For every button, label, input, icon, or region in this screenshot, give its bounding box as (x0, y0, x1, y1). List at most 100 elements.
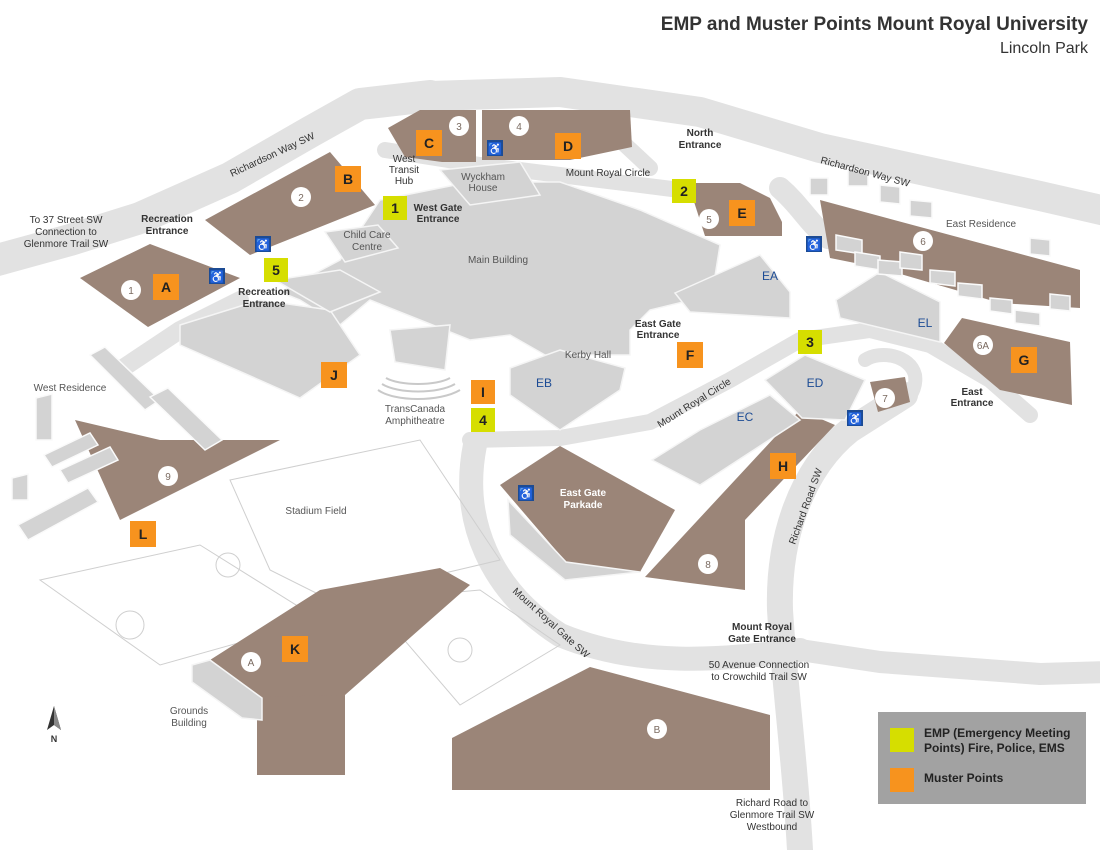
residence-block[interactable] (957, 282, 983, 300)
muster-point-l[interactable]: L (130, 521, 156, 547)
residence-block[interactable] (929, 269, 956, 287)
muster-point-d[interactable]: D (555, 133, 581, 159)
emp-point-5[interactable]: 5 (264, 258, 288, 282)
svg-text:Centre: Centre (352, 242, 382, 253)
residence-block[interactable] (899, 251, 923, 271)
muster-point-a[interactable]: A (153, 274, 179, 300)
svg-text:To 37 Street SW: To 37 Street SW (30, 215, 103, 226)
lot-marker[interactable]: 4 (509, 116, 529, 136)
wheelchair-icon[interactable]: ♿ (487, 140, 503, 156)
svg-text:Glenmore Trail SW: Glenmore Trail SW (730, 810, 815, 821)
svg-text:West Gate: West Gate (414, 203, 463, 214)
building-ec[interactable] (650, 394, 802, 486)
lot-marker[interactable]: B (647, 719, 667, 739)
residence-block[interactable] (1014, 309, 1041, 327)
muster-point-j[interactable]: J (321, 362, 347, 388)
svg-text:♿: ♿ (488, 142, 503, 156)
wheelchair-icon[interactable]: ♿ (847, 410, 863, 426)
emp-point-2[interactable]: 2 (672, 179, 696, 203)
map-title: EMP and Muster Points Mount Royal Univer… (660, 14, 1088, 35)
road-richard-road (766, 382, 918, 850)
grounds-building-label: Grounds Building (170, 706, 208, 729)
lot-marker[interactable]: A (241, 652, 261, 672)
muster-point-g[interactable]: G (1011, 347, 1037, 373)
residence-block[interactable] (854, 251, 881, 271)
muster-point-b[interactable]: B (335, 166, 361, 192)
building-ed[interactable] (763, 354, 867, 421)
emp-point-4[interactable]: 4 (471, 408, 495, 432)
muster-point-e[interactable]: E (729, 200, 755, 226)
east-gate-parkade-top[interactable] (507, 497, 641, 581)
svg-text:♿: ♿ (848, 412, 863, 426)
svg-text:♿: ♿ (210, 270, 225, 284)
residence-block[interactable] (11, 473, 29, 501)
residence-block[interactable] (42, 432, 100, 468)
svg-text:I: I (481, 384, 485, 400)
building-el[interactable] (835, 271, 941, 343)
transcanada-amphitheatre[interactable] (389, 324, 451, 371)
east-gate-entrance-label: East Gate Entrance (635, 319, 682, 341)
muster-point-f[interactable]: F (677, 342, 703, 368)
residence-block[interactable] (989, 297, 1013, 315)
svg-text:TransCanada: TransCanada (385, 404, 446, 415)
svg-text:Recreation: Recreation (238, 287, 290, 298)
residence-block[interactable] (1029, 237, 1051, 257)
wyckham-house[interactable] (438, 161, 542, 206)
lot-marker[interactable]: 8 (698, 554, 718, 574)
lot-marker[interactable]: 1 (121, 280, 141, 300)
grounds-building[interactable] (191, 659, 263, 721)
legend-emp-label: EMP (Emergency Meeting Points) Fire, Pol… (924, 726, 1071, 755)
lot-marker[interactable]: 2 (291, 187, 311, 207)
svg-text:Entrance: Entrance (146, 226, 189, 237)
emp-point-1[interactable]: 1 (383, 196, 407, 220)
kerby-hall[interactable] (509, 349, 626, 431)
east-gate-parkade-label: East Gate Parkade (560, 488, 607, 511)
svg-text:Richard Road to: Richard Road to (736, 798, 809, 809)
wheelchair-icon[interactable]: ♿ (255, 236, 271, 252)
west-wing[interactable] (179, 299, 362, 399)
emp-point-3[interactable]: 3 (798, 330, 822, 354)
wheelchair-icon[interactable]: ♿ (518, 485, 534, 501)
child-care-centre[interactable] (323, 224, 400, 263)
residence-block[interactable] (877, 259, 903, 277)
residence-block[interactable] (16, 487, 100, 541)
lot-marker[interactable]: 6A (973, 335, 993, 355)
svg-text:Recreation: Recreation (141, 214, 193, 225)
svg-text:3: 3 (806, 334, 814, 350)
svg-text:Westbound: Westbound (747, 822, 797, 833)
west-extension[interactable] (272, 269, 382, 313)
muster-point-h[interactable]: H (770, 453, 796, 479)
legend-muster-label: Muster Points (924, 771, 1004, 785)
lot-number: 7 (882, 394, 888, 405)
residence-block[interactable] (809, 177, 829, 196)
recreation-entrance-label: Recreation Entrance (238, 287, 290, 310)
svg-text:A: A (161, 279, 171, 295)
wyckham-house-label: Wyckham House (461, 172, 505, 194)
residence-block[interactable] (35, 393, 53, 441)
building-ea[interactable] (673, 254, 791, 319)
svg-text:5: 5 (272, 262, 280, 278)
residence-block[interactable] (909, 199, 933, 219)
lot-marker[interactable]: 6 (913, 231, 933, 251)
residence-block[interactable] (879, 184, 901, 205)
svg-text:House: House (469, 183, 498, 194)
wheelchair-icon[interactable]: ♿ (806, 236, 822, 252)
wheelchair-icon[interactable]: ♿ (209, 268, 225, 284)
svg-text:1: 1 (391, 200, 399, 216)
lot-9 (75, 420, 280, 520)
residence-block[interactable] (58, 446, 120, 484)
muster-point-k[interactable]: K (282, 636, 308, 662)
svg-text:East Gate: East Gate (560, 488, 607, 499)
residence-block[interactable] (847, 167, 869, 187)
residence-block[interactable] (1049, 293, 1071, 312)
lot-marker[interactable]: 3 (449, 116, 469, 136)
lot-marker[interactable]: 9 (158, 466, 178, 486)
muster-point-i[interactable]: I (471, 380, 495, 404)
residence-block[interactable] (148, 387, 224, 451)
fifty-avenue-label: 50 Avenue Connection to Crowchild Trail … (709, 660, 809, 683)
lot-marker[interactable]: 7 (875, 388, 895, 408)
svg-text:C: C (424, 135, 434, 151)
muster-point-c[interactable]: C (416, 130, 442, 156)
svg-text:Hub: Hub (395, 176, 414, 187)
lot-marker[interactable]: 5 (699, 209, 719, 229)
